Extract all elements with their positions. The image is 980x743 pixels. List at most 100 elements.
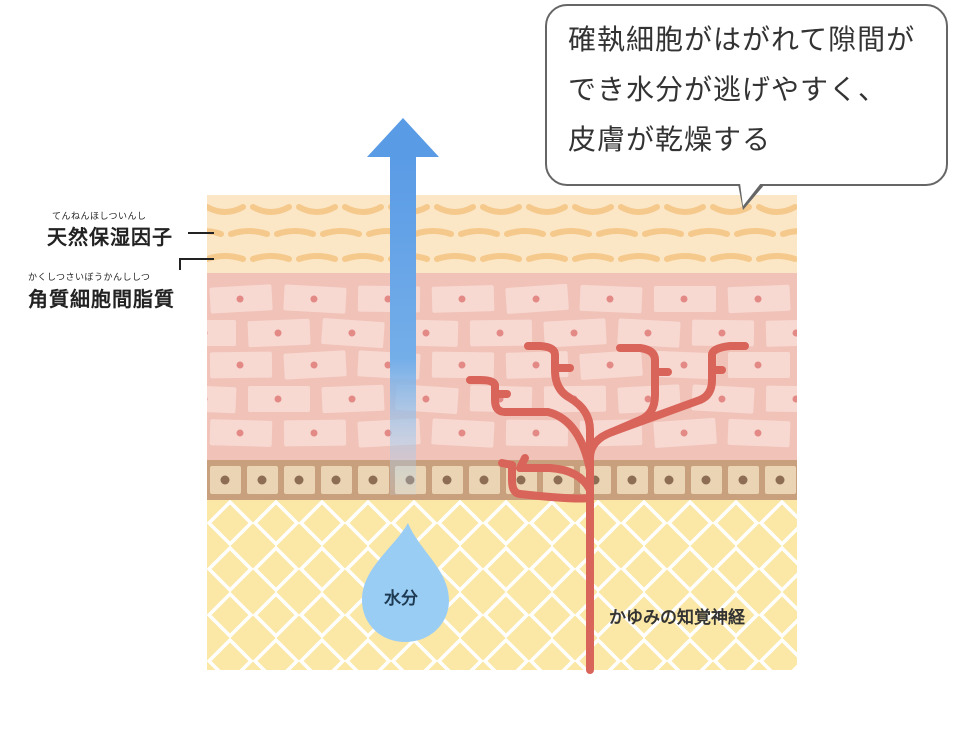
surface-scale — [207, 204, 246, 215]
surface-scale — [296, 204, 338, 215]
stratum-cell — [209, 351, 273, 379]
surface-scale — [342, 204, 384, 215]
surface-scale — [664, 253, 706, 262]
surface-scale — [296, 253, 338, 262]
cell-nucleus — [458, 361, 466, 369]
cell-nucleus — [606, 295, 614, 303]
stratum-cell — [653, 417, 717, 448]
basal-nucleus — [701, 475, 711, 485]
surface-scale — [207, 228, 224, 237]
stratum-cell — [765, 385, 797, 413]
basal-nucleus — [664, 475, 674, 485]
callout-tail-fill — [740, 183, 761, 206]
stratum-cell — [207, 384, 237, 414]
cell-nucleus — [680, 295, 688, 303]
cell-nucleus — [348, 329, 356, 337]
basal-nucleus — [738, 475, 748, 485]
cell-nucleus — [532, 295, 540, 303]
cell-nucleus — [310, 429, 318, 437]
stratum-cell — [765, 319, 797, 347]
basal-nucleus — [442, 475, 452, 485]
stratum-cell — [579, 349, 643, 380]
cell-nucleus — [718, 395, 726, 403]
cell-nucleus — [384, 361, 392, 369]
cell-nucleus — [754, 429, 762, 437]
surface-scale — [756, 253, 797, 262]
surface-scale — [480, 204, 522, 215]
surface-scale — [710, 253, 752, 262]
cell-nucleus — [532, 429, 540, 437]
surface-scale — [342, 253, 384, 262]
cell-nucleus — [274, 395, 282, 403]
stratum-cell — [728, 352, 790, 378]
cell-nucleus — [718, 329, 726, 337]
surface-scale — [618, 204, 660, 215]
stratum-cell — [727, 284, 791, 314]
stratum-cell — [248, 386, 310, 412]
stratum-cell — [431, 285, 495, 313]
stratum-cell — [209, 419, 273, 447]
cell-body — [765, 319, 797, 347]
cell-nucleus — [236, 361, 244, 369]
cell-nucleus — [310, 295, 318, 303]
callout-text-line-1: 確執細胞がはがれて隙間が — [568, 23, 916, 56]
surface-scale — [618, 253, 660, 262]
stratum-cell — [543, 318, 607, 348]
stratum-cell — [283, 350, 347, 380]
basal-nucleus — [257, 475, 267, 485]
surface-scale — [504, 228, 546, 237]
basal-nucleus — [294, 475, 304, 485]
water-label: 水分 — [384, 589, 418, 609]
surface-scale — [596, 228, 638, 237]
stratum-cell — [321, 384, 385, 414]
surface-scale — [780, 228, 797, 237]
nerve-branch-icon — [466, 342, 749, 674]
stratum-cell — [209, 284, 273, 314]
stratum-cell — [283, 284, 347, 314]
stratum-cell — [207, 320, 236, 346]
cell-nucleus — [236, 429, 244, 437]
surface-scales — [207, 204, 797, 262]
surface-scale — [458, 228, 500, 237]
cell-nucleus — [606, 361, 614, 369]
cell-nucleus — [458, 295, 466, 303]
surface-scale — [688, 228, 730, 237]
surface-scale — [434, 253, 476, 262]
stratum-cell — [505, 419, 569, 447]
cell-nucleus — [496, 329, 504, 337]
stratum-cell — [505, 283, 569, 314]
cell-nucleus — [570, 329, 578, 337]
up-arrow-icon — [367, 118, 439, 495]
basal-nucleus — [220, 475, 230, 485]
surface-scale — [664, 204, 706, 215]
stratum-cell — [617, 318, 681, 348]
stratum-cell — [431, 351, 495, 379]
basal-nucleus — [553, 475, 563, 485]
stratum-cell — [579, 284, 643, 314]
surface-scale — [434, 204, 476, 215]
stratum-cell — [727, 418, 791, 448]
cell-nucleus — [754, 295, 762, 303]
surface-scale — [734, 228, 776, 237]
basal-nucleus — [368, 475, 378, 485]
stratum-cell — [691, 319, 755, 347]
surface-scale — [228, 228, 270, 237]
cell-nucleus — [458, 429, 466, 437]
cell-nucleus — [384, 295, 392, 303]
nmf-label: 天然保湿因子 — [47, 225, 173, 249]
nmf-ruby: てんねんほしついんし — [52, 212, 147, 222]
cell-nucleus — [310, 361, 318, 369]
cell-nucleus — [532, 361, 540, 369]
cell-nucleus — [792, 395, 797, 403]
basal-nucleus — [775, 475, 785, 485]
surface-scale — [480, 253, 522, 262]
surface-scale — [572, 253, 614, 262]
cell-nucleus — [207, 395, 208, 403]
cell-body — [207, 384, 237, 414]
stratum-cell — [247, 318, 311, 348]
stratum-cell — [469, 319, 533, 347]
basal-nucleus — [331, 475, 341, 485]
cell-nucleus — [680, 429, 688, 437]
cell-nucleus — [384, 429, 392, 437]
